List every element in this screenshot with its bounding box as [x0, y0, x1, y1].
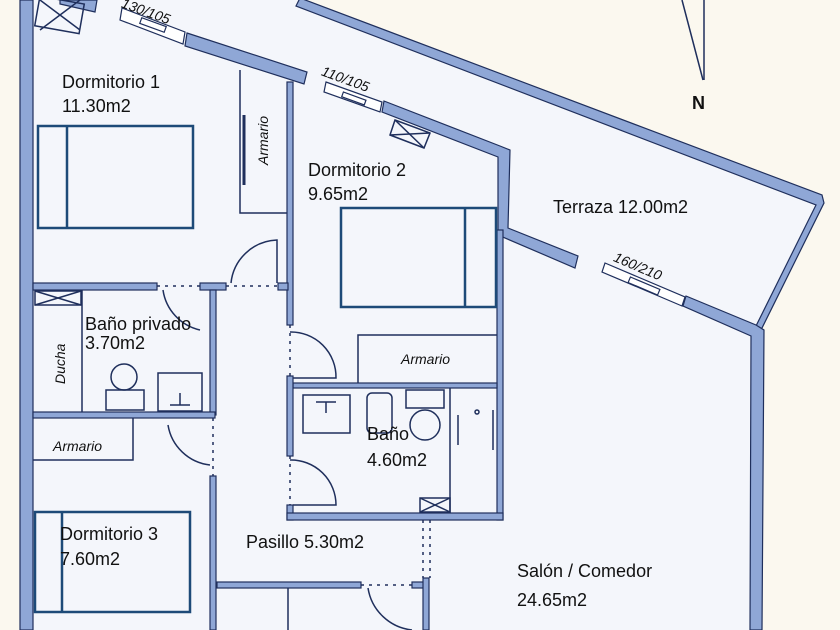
room-area-dormitorio-1: 11.30m2	[62, 96, 131, 116]
closet-label: Armario	[255, 116, 271, 166]
sink-icon	[157, 372, 203, 412]
floor-area	[30, 0, 822, 630]
room-label-pasillo: Pasillo 5.30m2	[246, 532, 364, 552]
bed-icon	[33, 510, 192, 614]
bed-icon	[36, 124, 195, 230]
bathtub-icon	[457, 409, 494, 450]
room-area-dormitorio-2: 9.65m2	[308, 184, 368, 204]
north-arrow-icon	[681, 0, 705, 81]
outer-wall-terrace	[682, 295, 765, 630]
shower-label: Ducha	[52, 343, 68, 384]
closet-label: Armario	[400, 351, 450, 367]
room-name-dormitorio-2: Dormitorio 2	[308, 160, 406, 180]
closet-label: Armario	[52, 438, 102, 454]
room-label-terraza: Terraza 12.00m2	[553, 197, 688, 217]
vent-icon	[389, 119, 431, 149]
outer-wall-top-c	[381, 100, 579, 269]
room-area-bano: 4.60m2	[367, 450, 427, 470]
room-name-dormitorio-3: Dormitorio 3	[60, 524, 158, 544]
partition-lines	[33, 70, 497, 630]
door-swings	[157, 239, 431, 630]
outer-wall-top-b	[184, 32, 308, 85]
room-area-bano-privado: 3.70m2	[85, 333, 145, 353]
room-name-bano: Baño	[367, 424, 409, 444]
room-name-bano-privado: Baño privado	[85, 314, 191, 334]
toilet-icon	[405, 389, 445, 441]
interior-walls	[32, 81, 504, 630]
room-area-dormitorio-3: 7.60m2	[60, 549, 120, 569]
sink-icon	[302, 394, 351, 434]
room-area-salon: 24.65m2	[517, 590, 587, 610]
vent-icon	[34, 290, 82, 306]
vent-icon	[33, 0, 86, 35]
outer-wall-left	[19, 0, 34, 630]
toilet-icon	[105, 363, 145, 411]
bidet-icon	[366, 392, 393, 434]
room-name-dormitorio-1: Dormitorio 1	[62, 72, 160, 92]
outer-wall-top-a	[59, 0, 98, 13]
room-name-salon: Salón / Comedor	[517, 561, 652, 581]
bed-icon	[339, 206, 498, 309]
north-label: N	[692, 93, 705, 113]
window-130-105: 130/105	[119, 0, 186, 45]
